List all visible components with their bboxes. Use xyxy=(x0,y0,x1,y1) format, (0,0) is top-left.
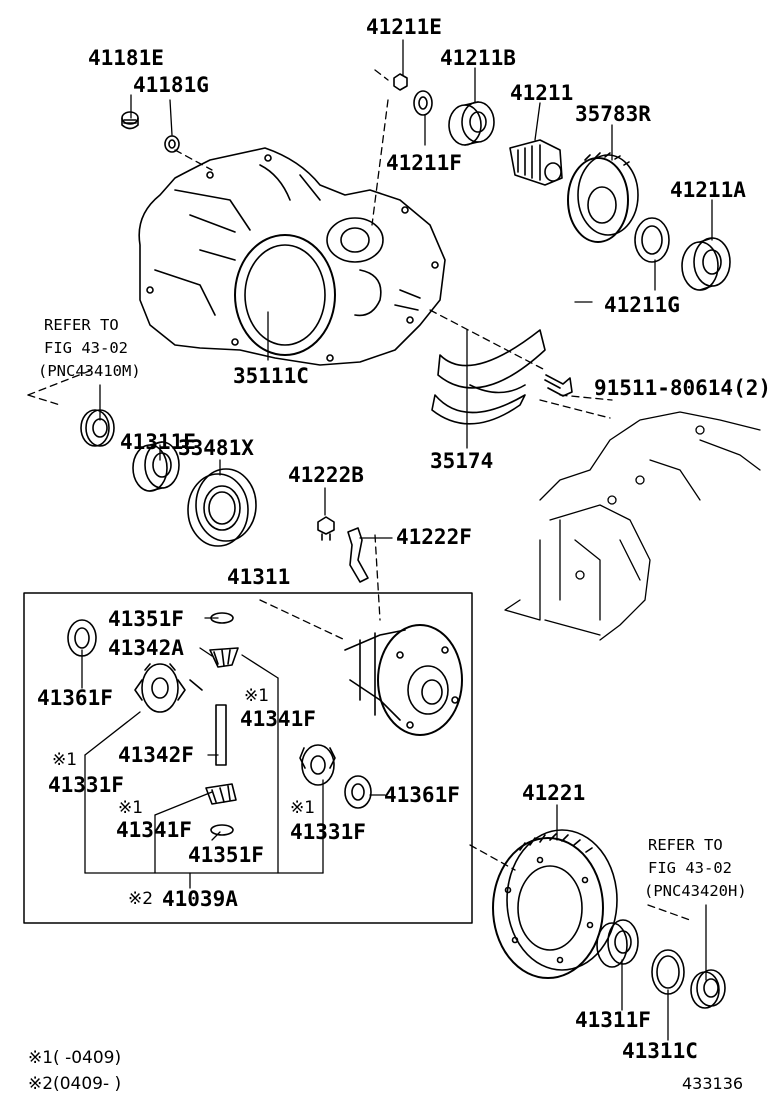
label-41211E: 41211E xyxy=(366,15,442,39)
refer-left-line2: FIG 43-02 xyxy=(44,339,128,357)
seal-right xyxy=(690,969,726,1009)
mark-1-right-gear: ※1 xyxy=(290,798,316,818)
differential-kit-frame xyxy=(23,592,473,924)
label-41222B: 41222B xyxy=(288,463,364,487)
bracket-41222F xyxy=(347,527,369,583)
refer-right-line1: REFER TO xyxy=(648,836,723,854)
transaxle-housing xyxy=(138,147,446,366)
refer-right-line2: FIG 43-02 xyxy=(648,859,732,877)
label-41351F-bottom: 41351F xyxy=(188,843,264,867)
label-41342A: 41342A xyxy=(108,636,184,660)
bearing-33481X xyxy=(132,441,180,492)
label-41181G: 41181G xyxy=(133,73,209,97)
baffle-plate-35174 xyxy=(431,329,546,425)
solid-leaders xyxy=(81,39,713,1041)
footnote-2: ※2(0409- ) xyxy=(28,1074,122,1094)
shaft-41342F xyxy=(215,704,227,766)
label-41361F-right: 41361F xyxy=(384,783,460,807)
seal-large-left xyxy=(187,468,257,547)
gasket-41181G xyxy=(164,135,180,153)
gear-35783R xyxy=(567,152,639,243)
refer-left-line1: REFER TO xyxy=(44,316,119,334)
bolt-41211E xyxy=(393,73,408,91)
label-41341F-right: 41341F xyxy=(240,707,316,731)
drain-plug-41181E xyxy=(121,111,139,130)
label-41211A: 41211A xyxy=(670,178,746,202)
label-41341F-left: 41341F xyxy=(116,818,192,842)
label-41351F-top: 41351F xyxy=(108,607,184,631)
bearing-41311F xyxy=(596,919,639,968)
footnote-1: ※1( -0409) xyxy=(28,1048,122,1068)
mark-2-kit: ※2 xyxy=(128,889,154,909)
bolt-91511 xyxy=(544,374,573,397)
label-41311C: 41311C xyxy=(622,1039,698,1063)
refer-right-line3: (PNC43420H) xyxy=(644,882,747,900)
pinion-41341F-top xyxy=(209,647,239,668)
washer-41361F-right xyxy=(344,775,372,809)
refer-left-line3: (PNC43410M) xyxy=(38,362,141,380)
label-41211: 41211 xyxy=(510,81,574,105)
label-35111C: 35111C xyxy=(233,364,309,388)
mark-1-right: ※1 xyxy=(244,686,270,706)
label-41331F-left: 41331F xyxy=(48,773,124,797)
label-41039A: 41039A xyxy=(162,887,238,911)
engine-block-background xyxy=(504,411,761,641)
bearing-41211B xyxy=(448,101,495,146)
label-35783R: 35783R xyxy=(575,102,651,126)
label-41342F: 41342F xyxy=(118,743,194,767)
mark-1-left: ※1 xyxy=(52,750,78,770)
bearing-41211A xyxy=(681,237,731,291)
figure-number: 433136 xyxy=(682,1074,744,1093)
seal-41211F xyxy=(413,90,433,116)
dashed-leaders xyxy=(27,69,691,921)
label-41311E: 41311E xyxy=(120,430,196,454)
label-91511-80614: 91511-80614(2) xyxy=(594,376,771,400)
label-41211B: 41211B xyxy=(440,46,516,70)
label-41181E: 41181E xyxy=(88,46,164,70)
ring-gear-41221 xyxy=(492,829,618,979)
bolt-41222B xyxy=(317,516,335,541)
side-gear-41331F-right xyxy=(299,744,336,786)
washer-41351F-bottom xyxy=(210,824,234,836)
label-41211F: 41211F xyxy=(386,151,462,175)
mark-1-bottom: ※1 xyxy=(118,798,144,818)
pinion-41341F-bottom xyxy=(205,783,237,805)
label-41211G: 41211G xyxy=(604,293,680,317)
race-41311C xyxy=(651,949,685,995)
label-41311F: 41311F xyxy=(575,1008,651,1032)
pin-41342A xyxy=(189,679,203,691)
label-41222F: 41222F xyxy=(396,525,472,549)
label-35174: 35174 xyxy=(430,449,494,473)
label-41361F-left: 41361F xyxy=(37,686,113,710)
seal-41311E xyxy=(80,409,115,447)
washer-41361F-left xyxy=(67,619,97,657)
washer-41351F-top xyxy=(210,612,234,624)
label-41311: 41311 xyxy=(227,565,291,589)
side-gear-41331F-left xyxy=(134,663,186,713)
seal-41211G xyxy=(634,217,670,263)
shaft-41211 xyxy=(509,139,563,186)
label-33481X: 33481X xyxy=(178,436,254,460)
label-41221: 41221 xyxy=(522,781,586,805)
differential-case xyxy=(344,624,463,736)
label-41331F-right: 41331F xyxy=(290,820,366,844)
